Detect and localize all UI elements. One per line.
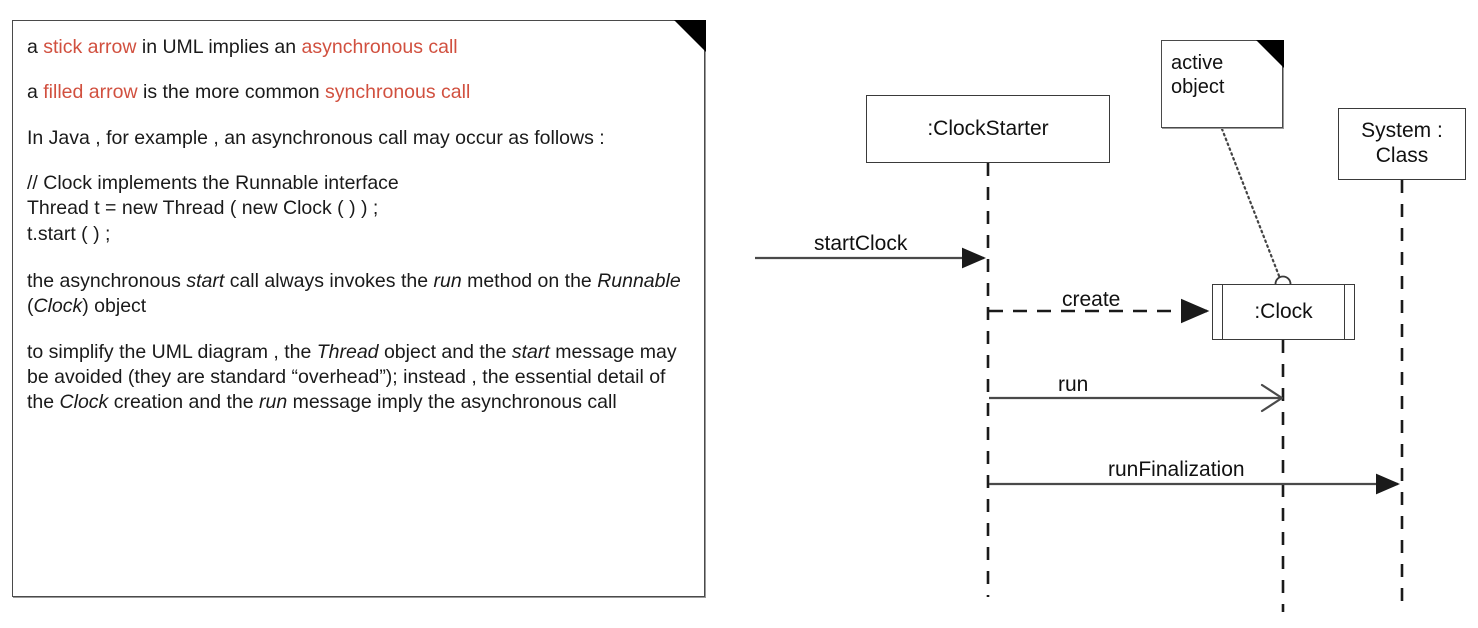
lifeline-header-clock-active-object[interactable]: :Clock [1212,284,1355,340]
note-italic-term: Runnable [597,270,681,293]
note-italic-term: Clock [59,391,109,414]
note-text-run: t.start ( ) ; [27,222,111,245]
active-object-rule-left [1222,285,1223,339]
systemclass-line-1: System : [1361,119,1443,143]
note-text-run: a [27,36,44,58]
note-text-run: in UML implies an [136,36,302,58]
note-italic-term: Clock [33,295,83,318]
note-italic-term: start [186,270,225,293]
note-italic-term: Thread [316,340,379,363]
message-label-runfinalization: runFinalization [1108,458,1245,481]
callout-fold-corner-icon [1255,39,1284,68]
note-italic-term: start [511,340,550,363]
callout-line-2: object [1171,76,1225,99]
callout-line-1: active [1171,52,1224,74]
note-paragraph-p-filled-arrow: a filled arrow is the more common synchr… [27,80,688,105]
note-paragraph-p-code: // Clock implements the Runnable interfa… [27,171,688,247]
note-text-run: a [27,81,44,104]
note-paragraph-p-start-invokes-run: the asynchronous start call always invok… [27,269,688,320]
note-text-run: method on the [461,270,598,293]
callout-note-text: active object [1171,51,1224,100]
active-object-callout-note: active object [1161,39,1284,128]
note-text-run: message may be avoided (they are standar… [27,340,677,414]
note-text-run: ( [27,295,34,318]
note-italic-term: run [433,270,462,293]
note-paragraph-p-stick-arrow: a stick arrow in UML implies an asynchro… [27,35,688,60]
note-text-run: to simplify the UML diagram , the [27,340,317,363]
note-highlight-term: filled arrow [43,81,138,104]
note-text-run: // Clock implements the Runnable interfa… [27,172,399,195]
note-text-run: the asynchronous [27,270,187,293]
note-paragraph-p-simplify: to simplify the UML diagram , the Thread… [27,340,688,416]
uml-explanation-note: a stick arrow in UML implies an asynchro… [12,19,706,597]
note-paragraph-p-java-intro: In Java , for example , an asynchronous … [27,126,688,151]
message-arrowhead-run-stick [1260,383,1284,413]
note-highlight-term: synchronous call [325,81,471,104]
note-text-run: call always invokes the [224,270,434,293]
lifeline-header-clockstarter-label: :ClockStarter [927,116,1049,140]
lifeline-header-systemclass-label: System : Class [1361,119,1443,169]
note-highlight-term: asynchronous call [301,36,458,58]
note-body-text: a stick arrow in UML implies an asynchro… [27,35,688,416]
active-object-rule-right [1344,285,1345,339]
lifeline-header-clockstarter[interactable]: :ClockStarter [866,95,1110,163]
note-text-run: is the more common [137,81,326,104]
message-label-run: run [1058,373,1089,396]
lifeline-header-clock-label: :Clock [1254,299,1313,323]
message-label-create: create [1062,288,1121,311]
note-text-run: message imply the asynchronous call [287,391,617,414]
callout-leader-line [1220,127,1283,283]
note-text-run: Thread t = new Thread ( new Clock ( ) ) … [27,197,379,220]
message-label-startclock: startClock [814,232,908,255]
note-text-run: In Java , for example , an asynchronous … [27,126,605,149]
note-text-run: object and the [378,340,512,363]
note-text-run: ) object [82,295,147,318]
note-italic-term: run [258,391,288,414]
note-text-run: creation and the [108,391,259,414]
lifeline-header-systemclass[interactable]: System : Class [1338,108,1466,180]
note-highlight-term: stick arrow [43,36,137,58]
systemclass-line-2: Class [1375,144,1429,167]
note-fold-corner-icon [673,19,706,52]
